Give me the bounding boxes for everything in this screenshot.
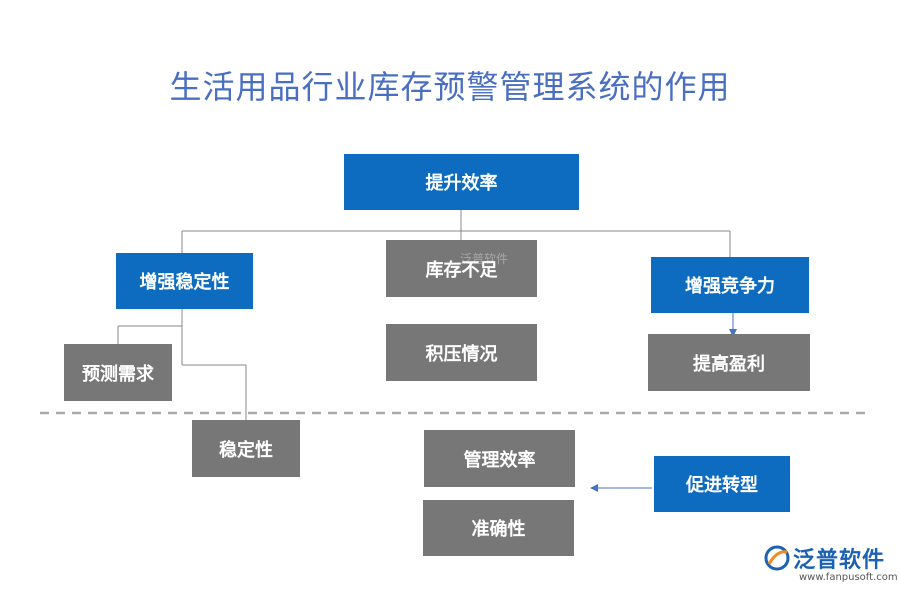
node-overstock: 积压情况 xyxy=(386,324,537,381)
node-competitiveness: 增强竞争力 xyxy=(651,257,809,313)
node-accuracy: 准确性 xyxy=(423,500,574,556)
node-mgmt-efficiency: 管理效率 xyxy=(424,430,575,487)
brand-logo: 泛普软件 www.fanpusoft.com xyxy=(763,542,898,592)
node-stability: 增强稳定性 xyxy=(116,253,253,309)
watermark: 泛普软件 xyxy=(460,252,509,266)
node-forecast-demand: 预测需求 xyxy=(64,344,172,401)
node-stock-shortage: 库存不足 xyxy=(386,240,537,297)
logo-url: www.fanpusoft.com xyxy=(799,572,898,583)
logo-mark-icon xyxy=(764,545,790,571)
node-stable: 稳定性 xyxy=(192,420,300,477)
page-title: 生活用品行业库存预警管理系统的作用 xyxy=(169,68,731,106)
node-transformation: 促进转型 xyxy=(654,456,790,512)
node-top: 提升效率 xyxy=(344,154,579,210)
logo-name: 泛普软件 xyxy=(793,548,886,573)
node-profit: 提高盈利 xyxy=(648,334,810,391)
